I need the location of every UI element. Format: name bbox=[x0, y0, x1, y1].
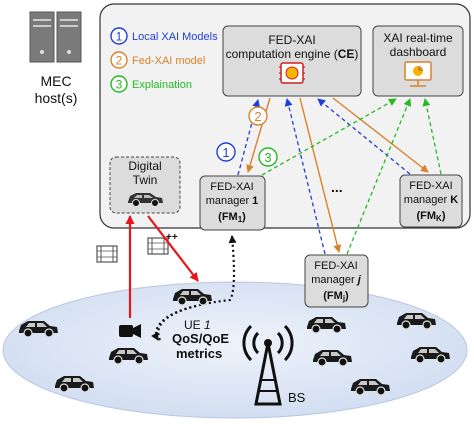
managers-ellipsis: ... bbox=[331, 179, 343, 195]
ce-title-line2: computation engine (CE) bbox=[226, 47, 359, 61]
arrow-twin-to-ue bbox=[147, 215, 199, 282]
legend-number-2: 2 bbox=[116, 54, 123, 68]
ai-chip-icon bbox=[279, 62, 305, 84]
arrow-fed-model-fmk bbox=[332, 97, 429, 173]
legend-label-3: Explaination bbox=[132, 79, 192, 91]
ce-title-line1: FED-XAI bbox=[268, 33, 315, 47]
step-badge-2 bbox=[248, 106, 268, 126]
manager-1-box bbox=[199, 175, 266, 231]
bs-label: BS bbox=[288, 390, 306, 405]
arrow-qos-return bbox=[151, 305, 197, 341]
computation-engine-box bbox=[222, 25, 362, 97]
qos-qoe-label: QoS/QoE bbox=[172, 331, 229, 346]
twin-car-icon bbox=[128, 193, 163, 207]
arrow-local-models-fmk bbox=[317, 98, 411, 175]
legend-badge-2 bbox=[110, 51, 128, 69]
car-icon bbox=[351, 379, 390, 396]
car-icon bbox=[109, 348, 148, 365]
car-icon bbox=[55, 376, 94, 393]
manager-j-line2: manager j bbox=[311, 274, 361, 286]
legend-badge-1 bbox=[110, 27, 128, 45]
step-number-1: 1 bbox=[222, 145, 229, 160]
arrow-explanation-fm1 bbox=[261, 98, 397, 176]
arrow-fed-model-fmj bbox=[299, 97, 342, 253]
ue-1-car-icon bbox=[173, 289, 212, 306]
manager-k-line1: FED-XAI bbox=[409, 180, 452, 192]
metrics-label: metrics bbox=[176, 346, 222, 361]
step-number-2: 2 bbox=[254, 109, 261, 124]
plus-plus-mark: ++ bbox=[166, 232, 178, 243]
car-icon bbox=[307, 317, 346, 334]
legend: 1 Local XAI Models 2 Fed-XAI model 3 Exp… bbox=[110, 27, 218, 93]
arrow-explanation-fmk bbox=[422, 98, 442, 175]
vehicles bbox=[19, 289, 450, 396]
manager-j-line3: (FMj) bbox=[323, 290, 349, 303]
step-number-3: 3 bbox=[264, 150, 271, 165]
video-frames-icon bbox=[96, 245, 118, 263]
server-icon bbox=[29, 11, 82, 63]
car-icon bbox=[397, 313, 436, 330]
dashboard-box bbox=[372, 25, 464, 97]
car-icon bbox=[411, 347, 450, 364]
manager-j-line1: FED-XAI bbox=[314, 260, 357, 272]
legend-number-3: 3 bbox=[116, 78, 123, 92]
manager-k-line2: manager K bbox=[404, 194, 458, 206]
arrow-fed-model-fm1 bbox=[246, 97, 271, 173]
manager-1-line2: manager 1 bbox=[206, 195, 259, 207]
mec-host-label-2: host(s) bbox=[35, 90, 78, 106]
arrow-qos-metrics bbox=[157, 235, 237, 341]
dashboard-monitor-icon bbox=[404, 61, 432, 87]
video-frames-plus-icon bbox=[147, 237, 169, 255]
step-badge-3 bbox=[258, 147, 278, 167]
ue-label: UE 1 bbox=[184, 318, 211, 332]
base-station-icon bbox=[242, 324, 294, 406]
manager-k-box bbox=[399, 174, 463, 228]
coverage-area bbox=[2, 281, 468, 419]
car-icon bbox=[19, 321, 58, 338]
car-icon bbox=[313, 350, 352, 367]
legend-badge-3 bbox=[110, 75, 128, 93]
dashboard-title-line2: dashboard bbox=[390, 45, 447, 59]
step-badge-1 bbox=[216, 142, 236, 162]
arrow-local-models-fmj bbox=[284, 98, 326, 255]
legend-label-1: Local XAI Models bbox=[132, 31, 218, 43]
dashboard-title-line1: XAI real-time bbox=[383, 31, 453, 45]
camera-icon bbox=[119, 324, 141, 338]
mec-host-label-1: MEC bbox=[40, 73, 71, 89]
digital-twin-line1: Digital bbox=[128, 159, 161, 173]
legend-label-2: Fed-XAI model bbox=[132, 55, 205, 67]
digital-twin-line2: Twin bbox=[133, 173, 158, 187]
manager-1-line3: (FM1) bbox=[218, 211, 246, 224]
manager-k-line3: (FMK) bbox=[417, 210, 446, 223]
digital-twin-box bbox=[109, 156, 181, 214]
manager-1-line1: FED-XAI bbox=[210, 181, 253, 193]
legend-number-1: 1 bbox=[116, 30, 123, 44]
manager-j-box bbox=[304, 254, 369, 308]
